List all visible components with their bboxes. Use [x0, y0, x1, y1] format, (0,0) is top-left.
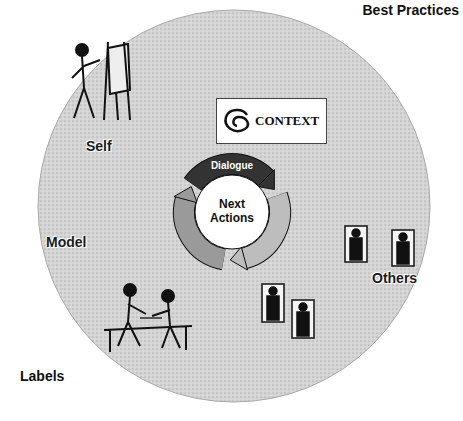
arc-label: Dialogue	[211, 160, 253, 171]
model-figure	[104, 284, 192, 352]
corner-label: Labels	[20, 368, 64, 384]
center-circle: Next Actions	[194, 174, 270, 250]
title-label: Best Practices	[362, 2, 459, 18]
region-label: Others	[372, 270, 417, 286]
context-logo	[221, 105, 253, 137]
region-label: Model	[46, 234, 86, 250]
cycle-arrows	[174, 164, 280, 270]
outer-circle	[38, 10, 430, 402]
painter-figure	[72, 42, 130, 120]
region-label: Self	[86, 138, 112, 154]
context-box: CONTEXT	[216, 98, 327, 144]
center-text: Next Actions	[204, 198, 260, 226]
box-text: CONTEXT	[255, 113, 319, 129]
